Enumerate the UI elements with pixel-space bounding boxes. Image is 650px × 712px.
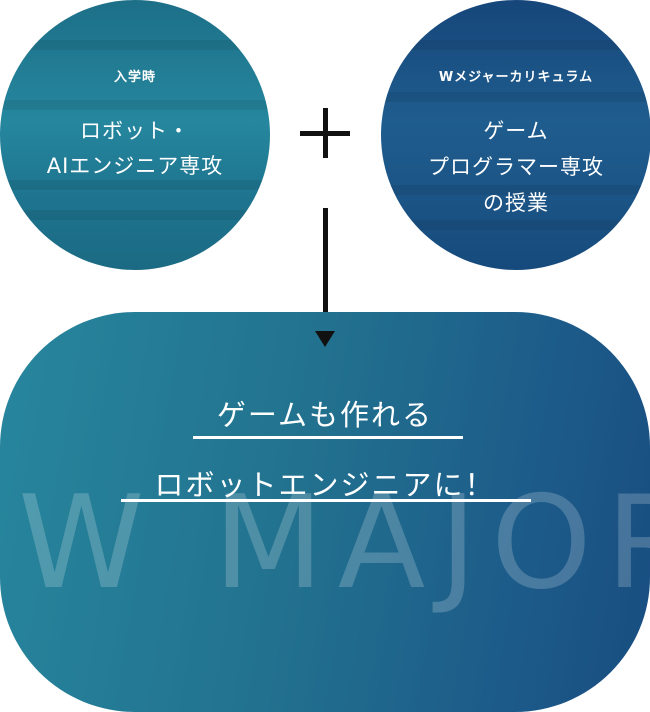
result-line1: ゲームも作れる [216, 398, 434, 432]
curriculum-title-line2: プログラマー専攻 [428, 155, 604, 179]
arrow-down-icon [323, 208, 328, 333]
plus-icon-vertical [323, 108, 328, 158]
curriculum-title-line3: の授業 [483, 191, 549, 215]
result-pill: W MAJOR ゲームも作れる ロボットエンジニアに！ [0, 312, 650, 712]
major-title-line1: ロボット・ [80, 119, 190, 143]
result-line2: ロボットエンジニアに！ [154, 468, 496, 502]
arrow-head-icon [315, 331, 335, 347]
underline-1 [193, 436, 463, 439]
w-major-curriculum-circle: Wメジャーカリキュラム ゲーム プログラマー専攻 の授業 [381, 0, 650, 270]
enrollment-label: 入学時 [113, 70, 156, 85]
major-title-line2: AIエンジニア専攻 [46, 154, 224, 178]
curriculum-label: Wメジャーカリキュラム [438, 70, 594, 85]
underline-2 [121, 499, 531, 502]
curriculum-title-line1: ゲーム [483, 119, 549, 143]
enrollment-major-circle: 入学時 ロボット・ AIエンジニア専攻 [0, 0, 270, 270]
